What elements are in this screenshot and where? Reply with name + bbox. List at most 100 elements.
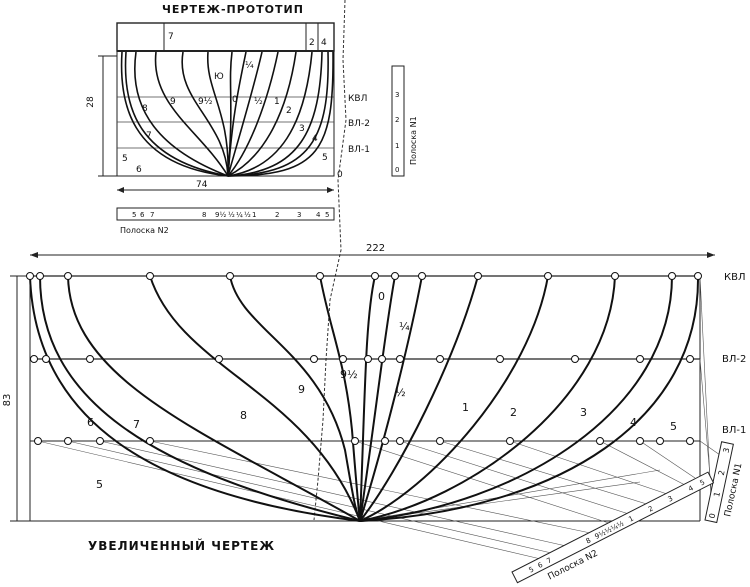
station-label-6: 6 <box>87 416 94 429</box>
strip2-tick: 5 <box>528 565 536 574</box>
station-label-2: 2 <box>286 106 292 116</box>
station-curve-1 <box>359 275 479 522</box>
intersection-points <box>26 272 702 445</box>
prototype-drawing: ЧЕРТЕЖ-ПРОТОТИП 28 74 <box>86 3 418 235</box>
deck-label-7: 7 <box>168 32 174 42</box>
arrow-icon <box>327 187 334 193</box>
strip2-tick: 9½ <box>215 211 226 219</box>
station-curve-5r <box>227 51 334 177</box>
station-label-10: Ю <box>214 72 224 82</box>
strip2-tick: 2 <box>647 505 655 514</box>
width-dim-label: 74 <box>196 180 208 190</box>
station-curve-6 <box>124 51 229 177</box>
station-label-8: 8 <box>142 104 148 114</box>
station-label-4: 4 <box>630 416 637 429</box>
deck-band <box>116 22 335 52</box>
station-curve-half <box>359 275 423 522</box>
prototype-station-curves <box>120 51 334 177</box>
station-label-8: 8 <box>240 409 247 422</box>
station-label-0: 0 <box>378 290 385 303</box>
station-label-half: ½ <box>254 97 263 107</box>
strip2-tick: 3 <box>297 211 301 219</box>
strip2-caption: Полоска N2 <box>120 226 169 235</box>
station-curve-5 <box>120 51 229 177</box>
strip2-tick: 5 <box>325 211 329 219</box>
strip1-tick: 0 <box>708 512 718 519</box>
station-curve-5 <box>29 275 361 522</box>
strip1-rect <box>391 65 405 177</box>
station-label-quarter: ¼ <box>399 320 410 333</box>
station-curve-6 <box>39 275 361 522</box>
station-curve-quarter <box>227 51 263 177</box>
station-label-5: 5 <box>122 154 128 164</box>
deck-label-2: 2 <box>309 38 315 48</box>
paper-seam <box>313 0 347 521</box>
waterline-label-vl1: ВЛ-1 <box>722 425 746 436</box>
waterline-label-kvl: КВЛ <box>724 272 745 283</box>
station-label-9half: 9½ <box>340 368 358 381</box>
enlarged-width-dim-label: 222 <box>366 243 385 254</box>
strip2-tick: 3 <box>667 495 675 504</box>
arrow-icon <box>117 187 124 193</box>
strip2-tick: 6 <box>537 561 545 570</box>
strip2-tick: 5 <box>132 211 136 219</box>
strip2-tick: 2 <box>275 211 279 219</box>
station-label-6: 6 <box>136 165 142 175</box>
station-curve-2 <box>227 51 313 177</box>
enlarged-height-dim-label: 83 <box>2 394 13 407</box>
strip1-tick: 0 <box>395 166 399 174</box>
station-label-half: ½ <box>395 386 406 399</box>
station-curve-0 <box>227 51 247 177</box>
station-label-5r: 5 <box>322 153 328 163</box>
strip2-tick: 6 <box>140 211 145 219</box>
station-label-3: 3 <box>299 124 305 134</box>
station-label-9: 9 <box>170 97 176 107</box>
station-curve-4 <box>359 275 673 522</box>
station-label-5r: 5 <box>670 420 677 433</box>
station-label-7: 7 <box>146 131 152 141</box>
enlarged-drawing: 222 83 <box>2 243 746 584</box>
enlarged-strip1: 0 1 2 3 Полоска N1 <box>704 441 744 524</box>
station-curve-1 <box>227 51 297 177</box>
station-curve-5r <box>359 275 700 522</box>
waterline-label-vl1: ВЛ-1 <box>348 145 370 155</box>
station-curve-7 <box>67 275 361 522</box>
station-label-1: 1 <box>274 97 280 107</box>
station-curve-9half <box>319 275 361 522</box>
station-label-1: 1 <box>462 401 469 414</box>
station-curve-half <box>227 51 279 177</box>
station-label-2: 2 <box>510 406 517 419</box>
base-label-0: 0 <box>337 170 343 180</box>
station-curve-8 <box>154 51 229 177</box>
strip2-tick: 8 <box>585 536 593 545</box>
station-label-4: 4 <box>312 134 318 144</box>
strip2-tick: 4 <box>316 211 321 219</box>
station-label-7: 7 <box>133 418 140 431</box>
arrow-icon <box>707 252 715 258</box>
strip2-tick: 5 <box>699 478 707 487</box>
station-curve-7 <box>134 51 229 177</box>
enlarged-strip2: 5 6 7 8 9½½¼½ 1 2 3 4 5 Полоска N2 <box>511 471 715 584</box>
waterline-label-vl2: ВЛ-2 <box>722 354 746 365</box>
station-curve-4 <box>227 51 329 177</box>
station-curve-2 <box>359 275 549 522</box>
station-label-3: 3 <box>580 406 587 419</box>
station-curve-9 <box>229 275 361 522</box>
strip2-tick: ¼ <box>236 211 243 219</box>
strip2-tick: 1 <box>627 515 635 524</box>
strip2-rect <box>116 207 335 221</box>
prototype-title: ЧЕРТЕЖ-ПРОТОТИП <box>162 3 304 16</box>
strip1-caption: Полоска N1 <box>409 116 418 165</box>
waterline-label-vl2: ВЛ-2 <box>348 119 370 129</box>
station-label-9: 9 <box>298 383 305 396</box>
strip2-tick: 7 <box>545 556 553 565</box>
height-dim-label: 28 <box>86 96 96 108</box>
arrow-icon <box>30 252 38 258</box>
strip1-tick: 2 <box>717 469 727 476</box>
prototype-frame <box>116 22 335 177</box>
strip1-tick: 1 <box>395 142 399 150</box>
strip2-tick: 7 <box>150 211 154 219</box>
station-curve-8 <box>149 275 361 522</box>
strip1-tick: 3 <box>395 91 399 99</box>
